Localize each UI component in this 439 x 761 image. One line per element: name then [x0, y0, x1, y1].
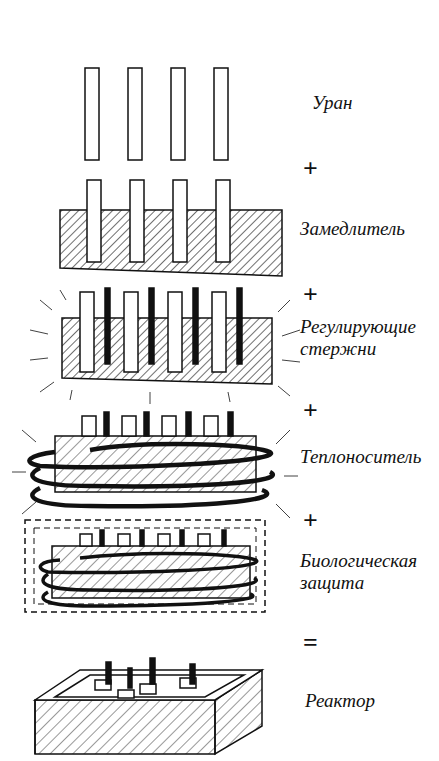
equals-sign: =	[303, 632, 333, 654]
part-label: Теплоноситель	[300, 446, 436, 468]
result-label: Реактор	[305, 690, 435, 712]
reactor-cutaway	[35, 658, 262, 754]
shield-stage	[25, 520, 265, 612]
plus-sign: +	[303, 400, 333, 422]
part-label: Регулирующие стержни	[300, 316, 436, 360]
moderator-block	[60, 180, 282, 276]
coolant-stage	[12, 412, 298, 518]
part-label: Уран	[312, 92, 432, 114]
part-label: Биологическая защита	[300, 550, 436, 594]
plus-sign: +	[303, 284, 333, 306]
plus-sign: +	[303, 158, 333, 180]
uranium-rods	[85, 68, 228, 160]
control-rods-stage	[30, 288, 300, 404]
plus-sign: +	[303, 510, 333, 532]
part-label: Замедлитель	[300, 218, 436, 240]
